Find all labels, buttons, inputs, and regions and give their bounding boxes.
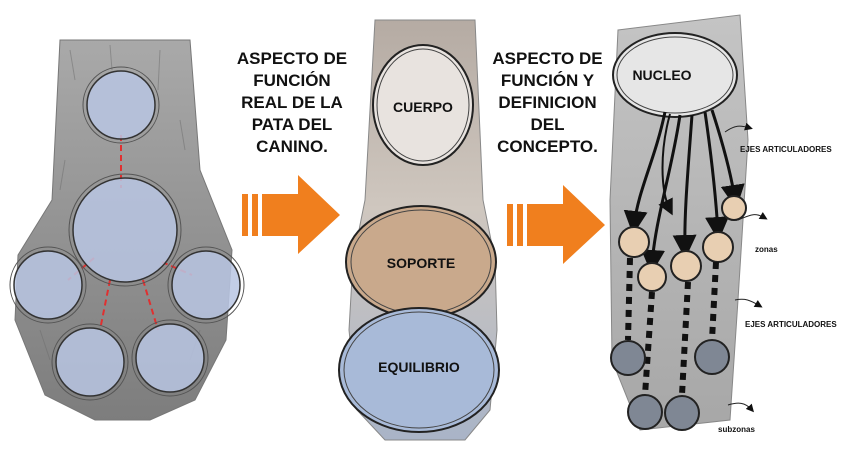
top-pad [87,71,155,139]
bottom-left-toe-pad [56,328,124,396]
left-toe-pad [14,251,82,319]
bottom-right-toe-pad [136,324,204,392]
subzonas-label: subzonas [718,425,755,434]
zonas-label: zonas [755,245,778,254]
main-pad [73,178,177,282]
right-toe-pad [172,251,240,319]
arrow-right-icon [240,172,345,257]
equilibrio-label: EQUILIBRIO [378,359,460,375]
arrow-right-icon-2 [505,182,610,267]
nucleo-label: NUCLEO [632,67,691,83]
cuerpo-label: CUERPO [393,99,453,115]
caption-concept-definition: ASPECTO DE FUNCIÓN Y DEFINICION DEL CONC… [480,48,615,158]
soporte-label: SOPORTE [387,255,455,271]
paw-functional-diagram [0,0,245,450]
ejes-label-1: EJES ARTICULADORES [740,145,832,154]
paw-structure-diagram: NUCLEO EJES ARTICULADORES zona [600,0,842,450]
ejes-label-2: EJES ARTICULADORES [745,320,837,329]
